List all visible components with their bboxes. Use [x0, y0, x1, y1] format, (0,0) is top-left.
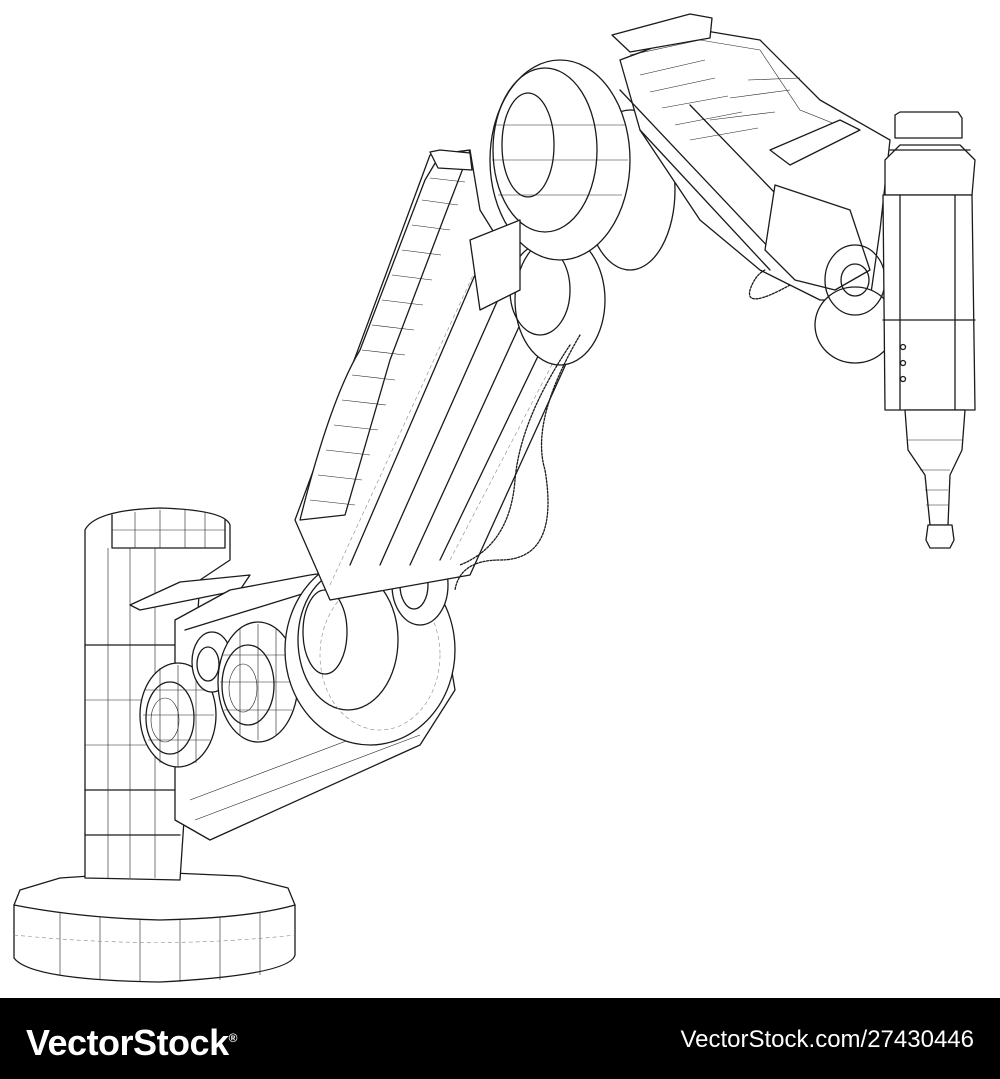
stock-id: VectorStock.com/27430446 [680, 1026, 974, 1053]
cable-hose [454, 269, 791, 591]
watermark-footer: VectorStock® VectorStock.com/27430446 [0, 998, 1000, 1079]
robot-arm-illustration [13, 13, 976, 983]
brand-name: VectorStock [26, 1022, 229, 1063]
shoulder-gears [139, 544, 456, 768]
end-effector-tool [882, 111, 976, 549]
elbow-joint [469, 59, 676, 366]
vectorstock-logo: VectorStock® [26, 1014, 237, 1067]
upper-arm-link [611, 13, 896, 364]
robot-arm-wireframe [13, 13, 976, 983]
brand-mark: ® [228, 1031, 238, 1045]
base-plate [13, 871, 296, 983]
